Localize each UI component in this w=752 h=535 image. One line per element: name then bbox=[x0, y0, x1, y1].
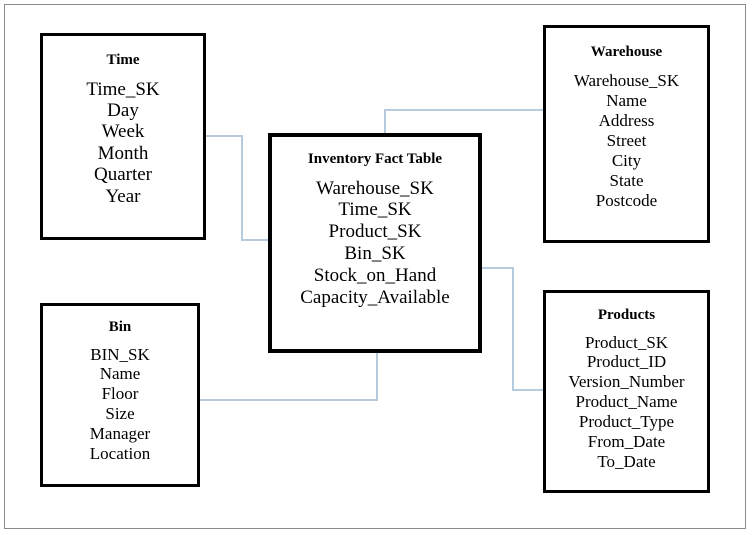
field: Version_Number bbox=[568, 372, 685, 392]
field: From_Date bbox=[587, 431, 666, 451]
field: To_Date bbox=[597, 451, 656, 471]
entity-bin-fields: BIN_SK Name Floor Size Manager Location bbox=[43, 345, 197, 464]
field: Bin_SK bbox=[344, 243, 406, 265]
field: Day bbox=[107, 99, 139, 121]
entity-warehouse-title: Warehouse bbox=[590, 44, 663, 60]
field: Name bbox=[606, 90, 647, 110]
field: Postcode bbox=[595, 190, 658, 210]
field: Time_SK bbox=[338, 199, 412, 221]
field: Month bbox=[97, 142, 149, 164]
connector-bin-fact bbox=[200, 353, 378, 401]
connector-time-fact bbox=[206, 135, 268, 241]
connector-warehouse-fact bbox=[384, 109, 543, 133]
entity-products[interactable]: Products Product_SK Product_ID Version_N… bbox=[543, 290, 710, 493]
entity-bin-title: Bin bbox=[108, 319, 132, 335]
field: Street bbox=[606, 130, 647, 150]
entity-time-title: Time bbox=[106, 52, 140, 68]
field: Product_Type bbox=[578, 412, 675, 431]
field: Year bbox=[105, 185, 141, 207]
field: Stock_on_Hand bbox=[313, 264, 437, 286]
field: Week bbox=[101, 121, 145, 143]
field: Name bbox=[99, 364, 141, 384]
entity-warehouse[interactable]: Warehouse Warehouse_SK Name Address Stre… bbox=[543, 25, 710, 243]
entity-time[interactable]: Time Time_SK Day Week Month Quarter Year bbox=[40, 33, 206, 240]
entity-warehouse-fields: Warehouse_SK Name Address Street City St… bbox=[546, 71, 707, 211]
field: Warehouse_SK bbox=[316, 177, 434, 199]
entity-fact-title: Inventory Fact Table bbox=[307, 151, 443, 167]
entity-time-fields: Time_SK Day Week Month Quarter Year bbox=[43, 79, 203, 208]
field: Manager bbox=[89, 424, 151, 443]
entity-products-fields: Product_SK Product_ID Version_Number Pro… bbox=[546, 333, 707, 472]
field: Quarter bbox=[93, 164, 153, 186]
field: State bbox=[609, 170, 644, 190]
field: Time_SK bbox=[86, 78, 160, 100]
entity-inventory-fact-table[interactable]: Inventory Fact Table Warehouse_SK Time_S… bbox=[268, 133, 482, 353]
field: Capacity_Available bbox=[300, 286, 450, 308]
field: Product_SK bbox=[328, 221, 422, 243]
entity-products-title: Products bbox=[597, 307, 656, 323]
field: Product_SK bbox=[584, 332, 669, 352]
connector-products-fact bbox=[482, 267, 543, 391]
entity-bin[interactable]: Bin BIN_SK Name Floor Size Manager Locat… bbox=[40, 303, 200, 487]
field: Warehouse_SK bbox=[573, 70, 680, 90]
field: Address bbox=[598, 110, 655, 130]
field: Product_ID bbox=[586, 352, 667, 372]
entity-fact-fields: Warehouse_SK Time_SK Product_SK Bin_SK S… bbox=[272, 178, 478, 309]
field: Location bbox=[89, 443, 151, 463]
field: BIN_SK bbox=[90, 344, 150, 364]
field: Size bbox=[105, 404, 135, 424]
field: City bbox=[611, 150, 642, 170]
field: Product_Name bbox=[575, 392, 678, 412]
field: Floor bbox=[101, 384, 139, 404]
